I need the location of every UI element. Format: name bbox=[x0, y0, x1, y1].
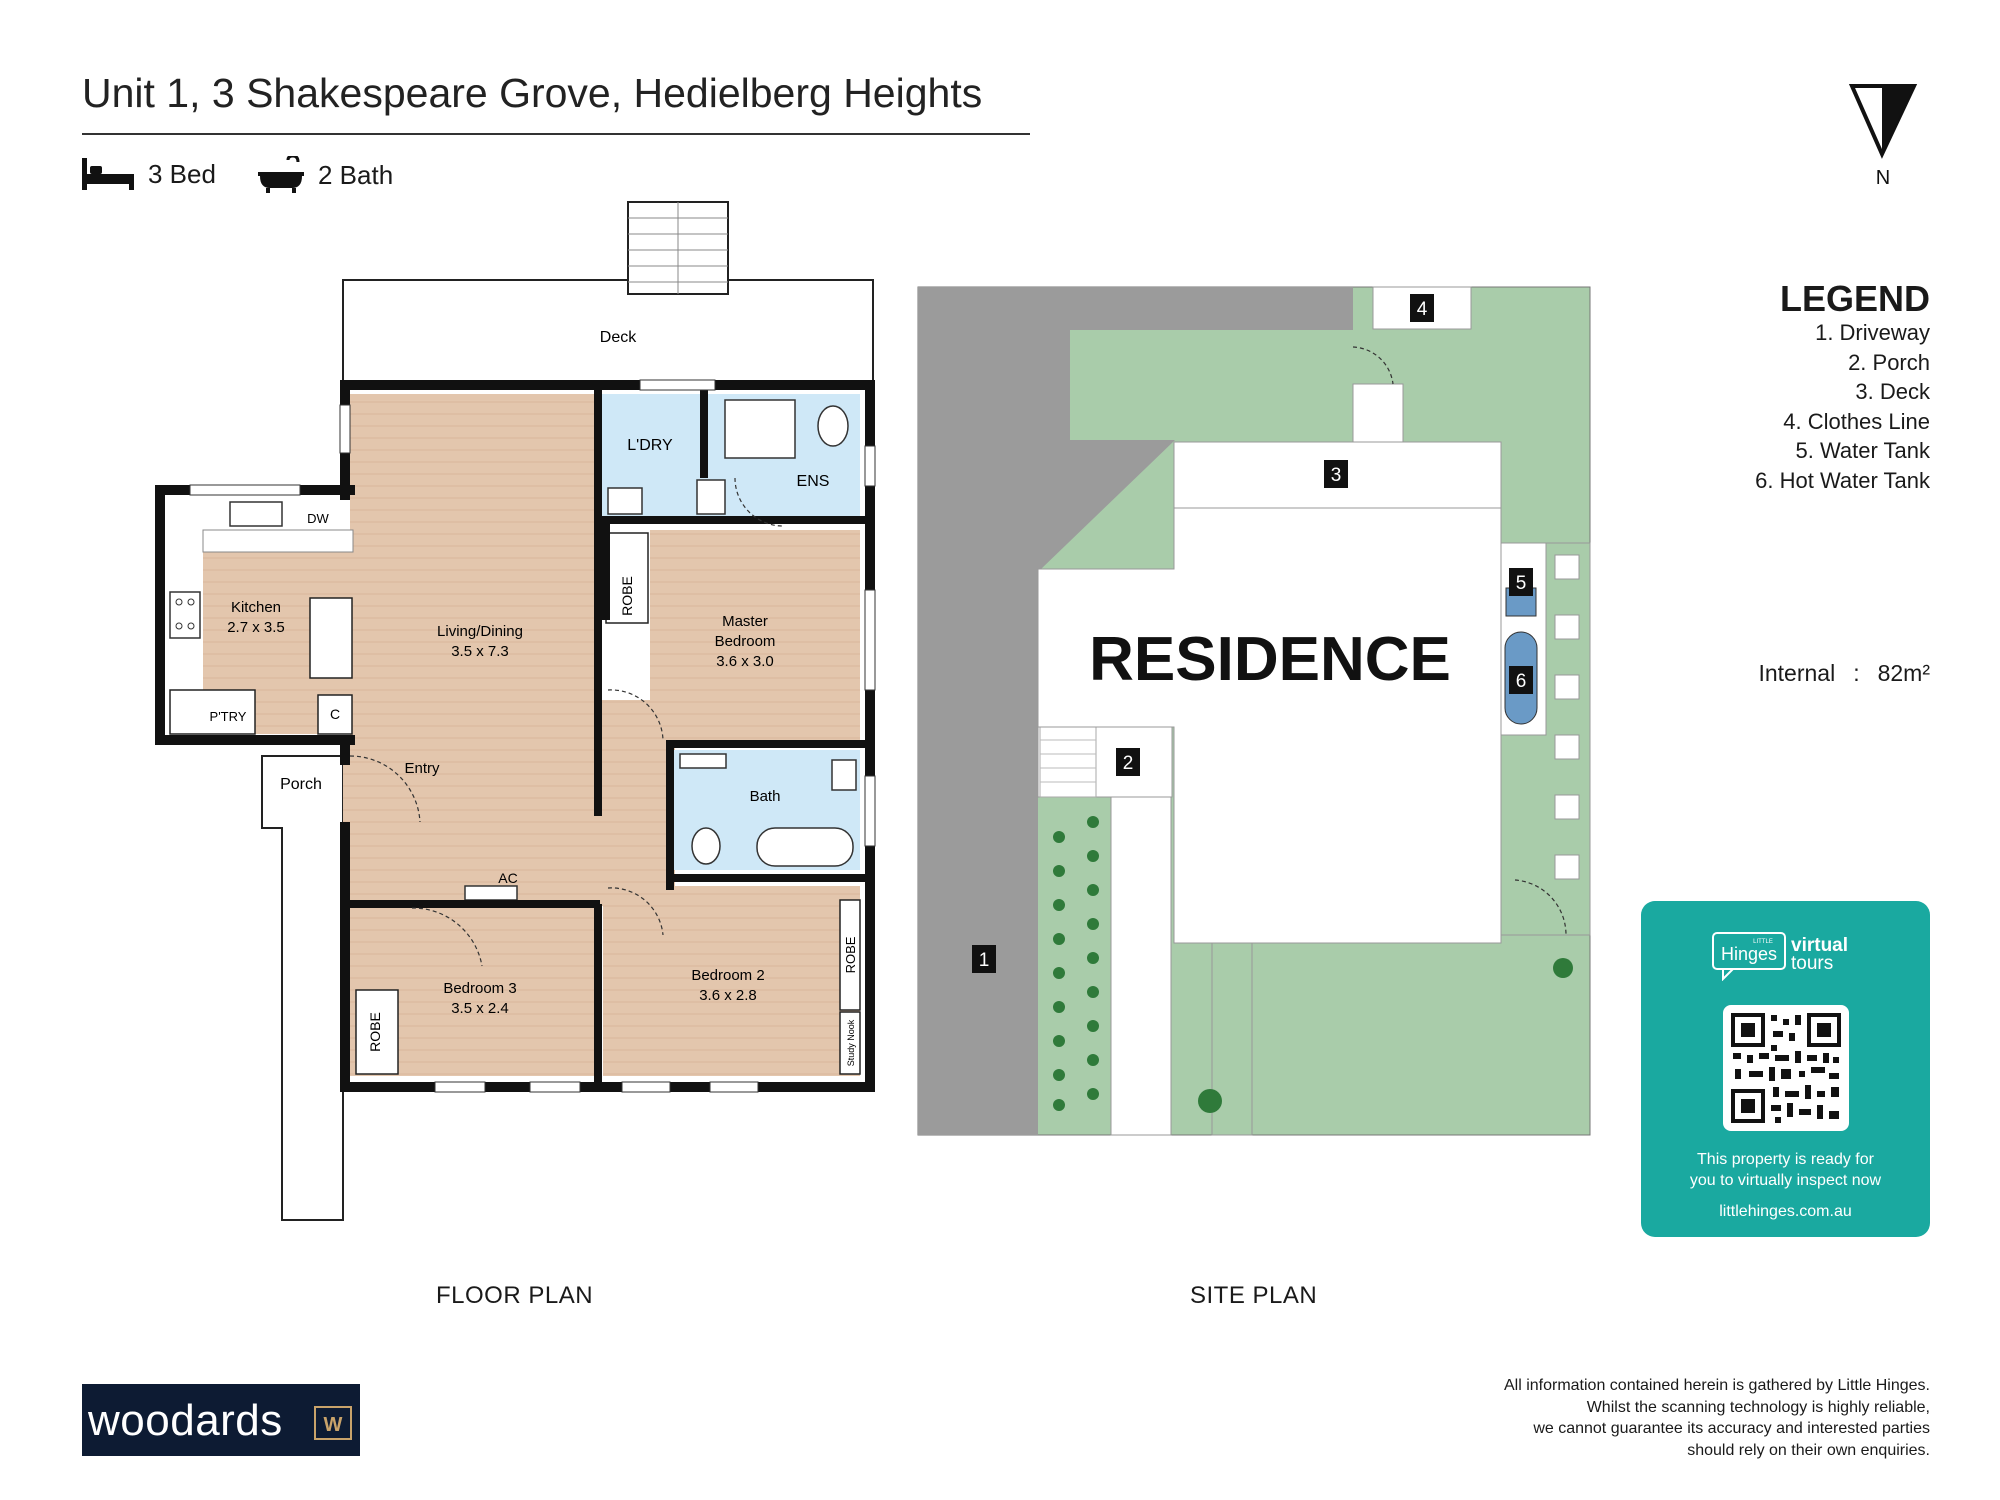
bed-label: 3 Bed bbox=[148, 158, 216, 189]
logo-small-text: LITTLE bbox=[1753, 939, 1773, 945]
logo-word-virtual: virtual bbox=[1791, 935, 1848, 956]
room-size-bedroom3: 3.5 x 2.4 bbox=[451, 1000, 509, 1017]
virtual-tour-message: This property is ready for you to virtua… bbox=[1641, 1149, 1930, 1191]
room-label-kitchen: Kitchen bbox=[231, 599, 281, 616]
bedroom2-floor bbox=[603, 886, 860, 1076]
agency-mark: W bbox=[314, 1406, 352, 1440]
north-compass: N bbox=[1846, 82, 1920, 192]
compass-label: N bbox=[1876, 167, 1890, 189]
message-line: you to virtually inspect now bbox=[1689, 1172, 1882, 1189]
agency-mark-letter: W bbox=[324, 1414, 343, 1436]
legend-item: 5. Water Tank bbox=[1795, 438, 1930, 463]
message-line: This property is ready for bbox=[1697, 1151, 1874, 1168]
disclaimer: All information contained herein is gath… bbox=[1300, 1375, 1930, 1461]
bath-label: 2 Bath bbox=[318, 159, 394, 190]
ac-unit bbox=[464, 885, 518, 901]
bathtub-icon bbox=[258, 156, 304, 193]
shrubs bbox=[1053, 816, 1573, 1113]
toilet-bath bbox=[691, 827, 721, 865]
porch-path bbox=[1110, 792, 1172, 1136]
disclaimer-line: Whilst the scanning technology is highly… bbox=[1586, 1398, 1930, 1416]
disclaimer-line: should rely on their own enquiries. bbox=[1687, 1441, 1930, 1459]
room-label-bath: Bath bbox=[750, 788, 781, 805]
room-label-living: Living/Dining bbox=[437, 623, 523, 640]
area-separator: : bbox=[1853, 660, 1860, 686]
marker-porch: 2 bbox=[1123, 753, 1134, 774]
label-robe-bedroom2: ROBE bbox=[843, 936, 858, 973]
room-size-bedroom2: 3.6 x 2.8 bbox=[699, 987, 757, 1004]
virtual-tour-link[interactable]: littlehinges.com.au bbox=[1719, 1203, 1852, 1220]
marker-hot-water-tank: 6 bbox=[1516, 671, 1527, 692]
bed-count: 3 Bed bbox=[82, 156, 216, 192]
residence-label: RESIDENCE bbox=[1089, 625, 1451, 694]
room-label-porch: Porch bbox=[280, 776, 322, 793]
marker-clothes-line: 4 bbox=[1417, 299, 1428, 320]
label-dishwasher: DW bbox=[307, 511, 329, 526]
site-markers: 1 2 3 4 5 6 bbox=[972, 294, 1533, 973]
room-size-master: 3.6 x 3.0 bbox=[716, 653, 774, 670]
virtual-tour-card[interactable]: LITTLE Hinges virtual tours bbox=[1641, 901, 1930, 1237]
toilet-ensuite bbox=[817, 405, 849, 447]
bathtub bbox=[756, 827, 854, 867]
site-plan: RESIDENCE 1 2 3 4 5 6 bbox=[917, 286, 1591, 1136]
driveway bbox=[918, 287, 1038, 1135]
room-size-living: 3.5 x 7.3 bbox=[451, 643, 509, 660]
bath-count: 2 Bath bbox=[258, 156, 393, 194]
internal-area: Internal:82m² bbox=[1700, 660, 1930, 687]
title-underline bbox=[82, 133, 1030, 135]
logo-word-tours: tours bbox=[1791, 953, 1833, 974]
legend: LEGEND 1. Driveway 2. Porch 3. Deck 4. C… bbox=[1660, 280, 1930, 495]
little-hinges-logo: LITTLE Hinges virtual tours bbox=[1712, 932, 1848, 981]
disclaimer-line: All information contained herein is gath… bbox=[1503, 1377, 1930, 1394]
label-robe-bedroom3: ROBE bbox=[367, 1012, 383, 1052]
deck-stair-treads bbox=[628, 202, 728, 294]
floor-plan: Deck Porch bbox=[155, 201, 876, 1221]
agency-name: woodards bbox=[88, 1396, 283, 1445]
qr-code-icon bbox=[1731, 1013, 1841, 1123]
label-study-nook: Study Nook bbox=[846, 1019, 856, 1066]
agency-logo: woodards W bbox=[82, 1384, 360, 1456]
porch-walkway bbox=[261, 755, 344, 1221]
area-value: 82m² bbox=[1877, 660, 1930, 686]
marker-driveway: 1 bbox=[979, 950, 990, 971]
disclaimer-line: we cannot guarantee its accuracy and int… bbox=[1533, 1420, 1930, 1437]
room-label-bedroom3: Bedroom 3 bbox=[443, 980, 516, 997]
label-robe-master: ROBE bbox=[619, 576, 635, 616]
legend-item: 1. Driveway bbox=[1815, 320, 1930, 345]
room-label-laundry: L'DRY bbox=[627, 437, 673, 454]
legend-title: LEGEND bbox=[1779, 278, 1930, 319]
legend-item: 4. Clothes Line bbox=[1783, 408, 1930, 434]
marker-water-tank: 5 bbox=[1516, 573, 1527, 594]
bed-icon bbox=[82, 158, 134, 190]
living-floor bbox=[350, 394, 597, 814]
room-label-deck: Deck bbox=[600, 329, 637, 346]
legend-item: 6. Hot Water Tank bbox=[1755, 467, 1930, 493]
room-label-master-2: Bedroom bbox=[715, 633, 776, 650]
shower bbox=[724, 399, 796, 459]
master-floor bbox=[650, 530, 860, 740]
room-label-entry: Entry bbox=[404, 760, 440, 777]
room-label-bedroom2: Bedroom 2 bbox=[691, 967, 764, 984]
label-pantry: P'TRY bbox=[210, 709, 247, 724]
logo-brand-text: Hinges bbox=[1721, 944, 1777, 964]
room-label-ensuite: ENS bbox=[797, 473, 830, 490]
label-cupboard: C bbox=[330, 706, 340, 722]
agency-mark-icon: W bbox=[324, 1414, 343, 1436]
legend-item: 2. Porch bbox=[1848, 349, 1930, 375]
page-title: Unit 1, 3 Shakespeare Grove, Hedielberg … bbox=[82, 70, 983, 116]
marker-deck: 3 bbox=[1331, 465, 1342, 486]
room-label-master-1: Master bbox=[722, 613, 768, 630]
room-size-kitchen: 2.7 x 3.5 bbox=[227, 619, 285, 636]
cooktop bbox=[169, 591, 201, 639]
legend-item: 3. Deck bbox=[1855, 379, 1930, 404]
deck-area bbox=[342, 279, 874, 388]
qr-code[interactable] bbox=[1723, 1005, 1849, 1131]
site-plan-caption: SITE PLAN bbox=[1190, 1282, 1318, 1309]
area-label: Internal bbox=[1758, 660, 1836, 686]
sink bbox=[229, 501, 283, 527]
floor-plan-caption: FLOOR PLAN bbox=[436, 1282, 594, 1309]
label-ac: AC bbox=[498, 870, 517, 886]
north-arrow-icon: N bbox=[1848, 84, 1918, 189]
